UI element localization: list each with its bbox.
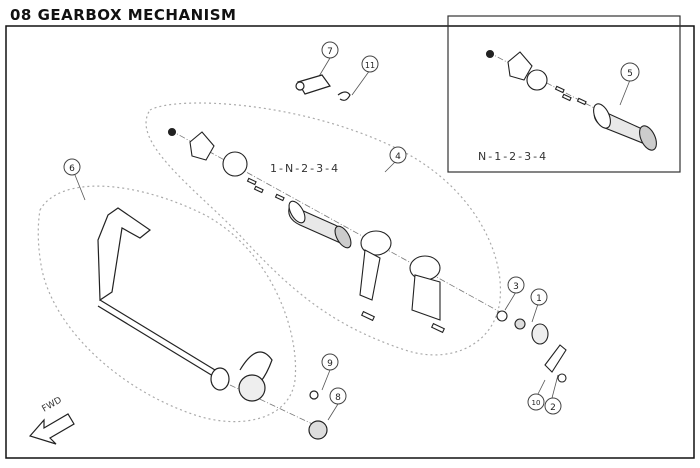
callout-2: 2 bbox=[544, 397, 562, 415]
leader-lines bbox=[74, 57, 631, 421]
assembly-axes bbox=[169, 51, 656, 431]
inset-shift-drum bbox=[485, 49, 657, 151]
svg-text:4: 4 bbox=[395, 152, 401, 162]
callout-7: 7 bbox=[321, 41, 339, 59]
pins-left bbox=[246, 177, 285, 202]
callout-8: 8 bbox=[329, 387, 347, 405]
stopper-arm-part bbox=[295, 74, 351, 101]
svg-text:3: 3 bbox=[513, 282, 519, 292]
callout-9: 9 bbox=[321, 353, 339, 371]
direction-label: FWD bbox=[41, 395, 64, 414]
inset-box bbox=[447, 15, 681, 173]
callouts: 7 11 5 4 6 3 1 9 8 10 2 bbox=[63, 41, 640, 415]
group-outline-shift-shaft bbox=[37, 185, 297, 423]
callout-3: 3 bbox=[507, 276, 525, 294]
outer-border bbox=[5, 25, 695, 459]
callout-10: 10 bbox=[527, 393, 545, 411]
page-title: 08 GEARBOX MECHANISM bbox=[10, 6, 237, 24]
svg-text:11: 11 bbox=[365, 61, 375, 70]
svg-text:2: 2 bbox=[550, 403, 556, 413]
shift-shaft-assembly bbox=[97, 207, 328, 440]
svg-text:10: 10 bbox=[532, 399, 541, 407]
gear-sequence-inset-label: N-1-2-3-4 bbox=[478, 150, 548, 163]
callout-5: 5 bbox=[620, 62, 640, 82]
svg-text:9: 9 bbox=[327, 359, 333, 369]
callout-6: 6 bbox=[63, 158, 81, 176]
callout-1: 1 bbox=[530, 288, 548, 306]
svg-text:8: 8 bbox=[335, 393, 341, 403]
callout-11: 11 bbox=[361, 55, 379, 73]
svg-text:1: 1 bbox=[536, 294, 542, 304]
svg-text:5: 5 bbox=[627, 69, 633, 79]
callout-4: 4 bbox=[389, 146, 407, 164]
svg-text:7: 7 bbox=[327, 47, 333, 57]
gear-sequence-main-label: 1-N-2-3-4 bbox=[270, 162, 340, 175]
cam-plate-part bbox=[544, 344, 567, 383]
svg-text:6: 6 bbox=[69, 164, 75, 174]
fwd-arrow-icon bbox=[28, 413, 75, 445]
group-outline-shift-drum bbox=[145, 102, 502, 356]
shift-drum-assembly bbox=[167, 127, 549, 345]
